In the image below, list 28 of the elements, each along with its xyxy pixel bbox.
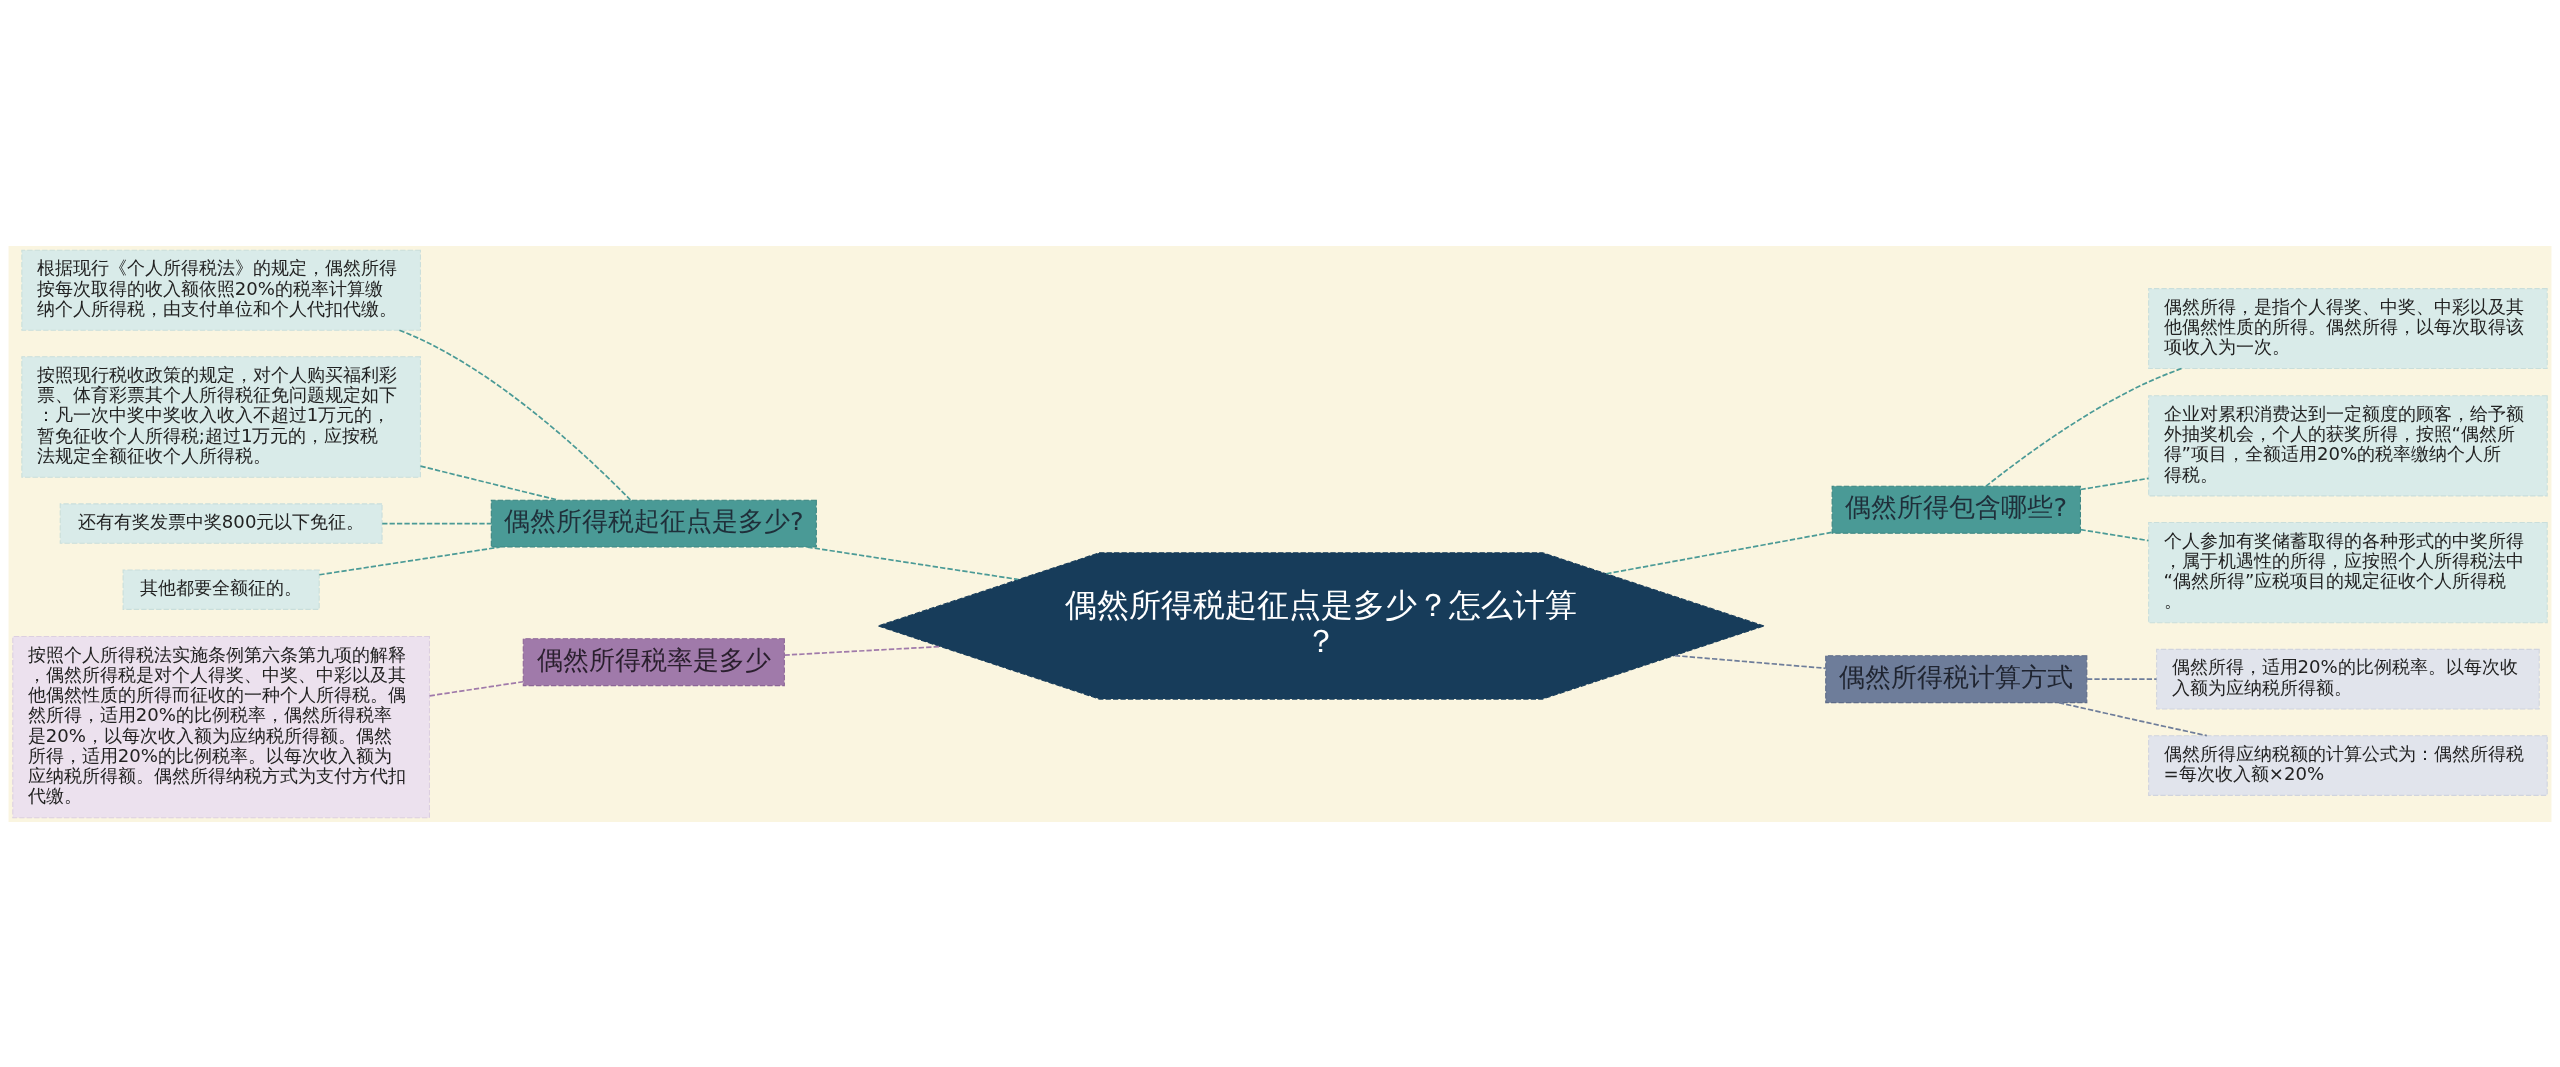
connector	[783, 645, 942, 656]
node-box: 根据现行《个人所得税法》的规定，偶然所得按每次取得的收入额依照20%的税率计算缴纳个人所得税，由支付单位和个人代扣代缴。	[21, 249, 421, 331]
node-box: 按照现行税收政策的规定，对个人购买福利彩票、体育彩票其个人所得税征免问题规定如下：凡一次中奖中奖收入收入不超过1万元的，暂免征收个人所得税;超过1万元的，应按税法规定全额征收个人所得税。	[21, 355, 421, 478]
node-box: 偶然所得，适用20%的比例税率。以每次收入额为应纳税所得额。	[2156, 648, 2540, 710]
node-box: 按照个人所得税法实施条例第六条第九项的解释，偶然所得税是对个人得奖、中奖、中彩以及其他偶然性质的所得而征收的一种个人所得税。偶然所得，适用20%的比例税率，偶然所得税率是20%，以每次收入额为应纳税所得额。偶然所得，适用20%的比例税率。以每次收入额为应纳税所得额。偶然所得纳税方式为支付方代扣代缴。	[12, 635, 431, 818]
node-box: 偶然所得包含哪些?	[1831, 485, 2081, 534]
node-box: 偶然所得应纳税额的计算公式为：偶然所得税=每次收入额×20%	[2148, 734, 2548, 796]
node-box: 其他都要全额征的。	[122, 568, 320, 610]
connector	[1673, 654, 1827, 669]
connector	[2079, 528, 2150, 541]
connector	[428, 680, 524, 697]
connector	[806, 545, 1020, 580]
node-box: 偶然所得税率是多少	[522, 637, 785, 686]
connector	[2086, 677, 2158, 680]
node-box: 企业对累积消费达到一定额度的顾客，给予额外抽奖机会，个人的获奖所得，按照“偶然所得”项目，全额适用20%的税率缴纳个人所得税。	[2148, 394, 2548, 496]
node-box: 偶然所得税起征点是多少?	[490, 499, 817, 548]
connector	[1985, 367, 2183, 487]
node-box: 个人参加有奖储蓄取得的各种形式的中奖所得，属于机遇性的所得，应按照个人所得税法中“偶然所得”应税项目的规定征收个人所得税。	[2148, 521, 2548, 623]
connector	[398, 328, 632, 501]
connector	[419, 464, 559, 501]
connector	[1605, 531, 1833, 575]
connector	[2058, 701, 2208, 736]
node-box: 还有有奖发票中奖800元以下免征。	[59, 502, 383, 544]
connector	[2079, 477, 2150, 490]
connector	[381, 522, 492, 524]
node-box: 偶然所得税计算方式	[1825, 654, 2088, 703]
node-box: 偶然所得，是指个人得奖、中奖、中彩以及其他偶然性质的所得。偶然所得，以每次取得该项收入为一次。	[2148, 287, 2548, 369]
connector	[318, 545, 501, 576]
